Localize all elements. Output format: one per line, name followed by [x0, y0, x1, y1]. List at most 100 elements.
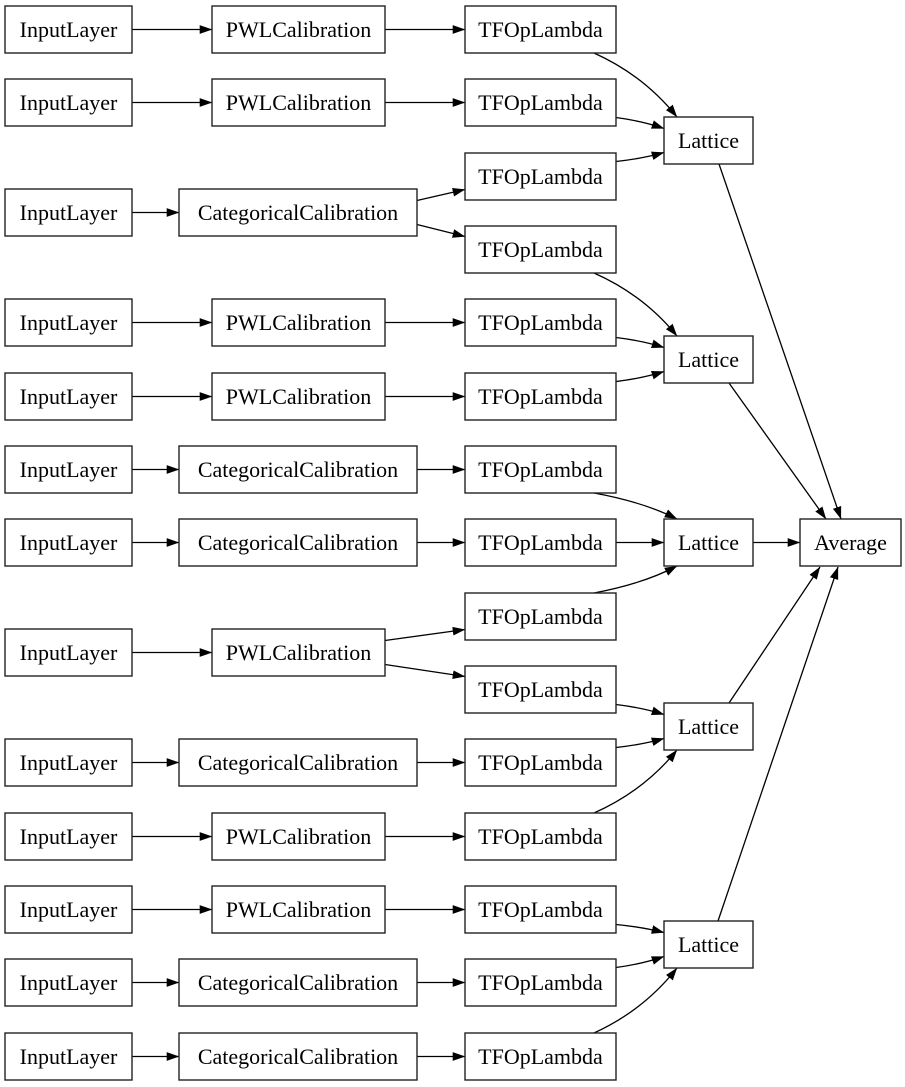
node-avg: Average [799, 518, 902, 567]
edge-c8-t9 [384, 626, 466, 642]
node-in9: InputLayer [4, 738, 133, 787]
node-in7-label: InputLayer [20, 530, 118, 555]
node-in4: InputLayer [4, 298, 133, 347]
node-t9-label: TFOpLambda [478, 604, 603, 629]
node-in2: InputLayer [4, 78, 133, 127]
node-t7-label: TFOpLambda [478, 457, 603, 482]
node-in4-box [4, 298, 133, 347]
edge-t15-L5 [593, 967, 678, 1034]
node-in11-label: InputLayer [20, 897, 118, 922]
node-c13: CategoricalCalibration [178, 1032, 418, 1081]
node-in7: InputLayer [4, 518, 133, 567]
node-c3: CategoricalCalibration [178, 188, 418, 237]
node-t7-box [464, 445, 617, 494]
node-c2-label: PWLCalibration [226, 90, 371, 115]
node-c1-label: PWLCalibration [226, 17, 371, 42]
node-in11: InputLayer [4, 885, 133, 934]
node-t9-box [464, 592, 617, 641]
node-c13-box [178, 1032, 418, 1081]
node-L5-label: Lattice [678, 932, 739, 957]
node-c12: CategoricalCalibration [178, 958, 418, 1007]
node-t14-label: TFOpLambda [478, 970, 603, 995]
edge-t13-L5 [615, 923, 665, 934]
node-t12: TFOpLambda [464, 812, 617, 861]
edge-t10-L4 [615, 703, 665, 716]
node-c2-box [211, 78, 386, 127]
node-in3: InputLayer [4, 188, 133, 237]
node-t11-box [464, 738, 617, 787]
node-t12-box [464, 812, 617, 861]
node-c7-label: CategoricalCalibration [198, 530, 398, 555]
node-avg-box [799, 518, 902, 567]
node-c12-label: CategoricalCalibration [198, 970, 398, 995]
node-t15-box [464, 1032, 617, 1081]
node-c6-box [178, 445, 418, 494]
node-in13: InputLayer [4, 1032, 133, 1081]
node-t5-label: TFOpLambda [478, 310, 603, 335]
edge-t6-L2 [615, 370, 665, 383]
node-t10-label: TFOpLambda [478, 677, 603, 702]
edge-L5-avg [717, 566, 839, 922]
node-t4-label: TFOpLambda [478, 237, 603, 262]
node-c12-box [178, 958, 418, 1007]
node-t4-box [464, 225, 617, 274]
node-in1-label: InputLayer [20, 17, 118, 42]
node-t11-label: TFOpLambda [478, 750, 603, 775]
node-c11: PWLCalibration [211, 885, 386, 934]
edge-t3-L1 [615, 151, 665, 163]
edge-c3-t3 [416, 188, 466, 202]
edge-t12-L4 [593, 749, 678, 814]
edge-t7-L3 [593, 492, 678, 520]
node-in8-label: InputLayer [20, 640, 118, 665]
node-c4-box [211, 298, 386, 347]
node-t13: TFOpLambda [464, 885, 617, 934]
node-t3-label: TFOpLambda [478, 164, 603, 189]
node-c8-label: PWLCalibration [226, 640, 371, 665]
node-L3: Lattice [663, 518, 754, 567]
node-t1-label: TFOpLambda [478, 17, 603, 42]
node-in1-box [4, 5, 133, 54]
node-c10: PWLCalibration [211, 812, 386, 861]
edge-t14-L5 [615, 955, 665, 969]
node-t6-label: TFOpLambda [478, 384, 603, 409]
edge-t1-L1 [593, 52, 678, 118]
node-in9-box [4, 738, 133, 787]
node-in2-label: InputLayer [20, 90, 118, 115]
edge-L1-avg [718, 163, 842, 520]
node-L4: Lattice [663, 702, 754, 751]
node-in6-box [4, 445, 133, 494]
node-t7: TFOpLambda [464, 445, 617, 494]
node-in10: InputLayer [4, 812, 133, 861]
node-L4-label: Lattice [678, 714, 739, 739]
node-c11-box [211, 885, 386, 934]
node-L1-box [663, 116, 754, 165]
node-in6-label: InputLayer [20, 457, 118, 482]
node-c10-box [211, 812, 386, 861]
node-in1: InputLayer [4, 5, 133, 54]
node-t2: TFOpLambda [464, 78, 617, 127]
node-t9: TFOpLambda [464, 592, 617, 641]
node-t10-box [464, 665, 617, 714]
node-c13-label: CategoricalCalibration [198, 1044, 398, 1069]
edge-t5-L2 [615, 336, 665, 349]
edge-L4-avg [728, 566, 821, 704]
node-c1: PWLCalibration [211, 5, 386, 54]
node-t14-box [464, 958, 617, 1007]
node-t2-label: TFOpLambda [478, 90, 603, 115]
node-c7-box [178, 518, 418, 567]
node-in5: InputLayer [4, 372, 133, 421]
node-t6: TFOpLambda [464, 372, 617, 421]
node-t8-label: TFOpLambda [478, 530, 603, 555]
node-c1-box [211, 5, 386, 54]
node-in6: InputLayer [4, 445, 133, 494]
node-t5: TFOpLambda [464, 298, 617, 347]
edge-t2-L1 [615, 116, 665, 130]
nodes-layer: InputLayerInputLayerInputLayerInputLayer… [4, 5, 902, 1081]
node-in12-box [4, 958, 133, 1007]
node-t13-label: TFOpLambda [478, 897, 603, 922]
node-in10-box [4, 812, 133, 861]
node-L5: Lattice [663, 920, 754, 969]
node-c8: PWLCalibration [211, 628, 386, 677]
node-c6-label: CategoricalCalibration [198, 457, 398, 482]
